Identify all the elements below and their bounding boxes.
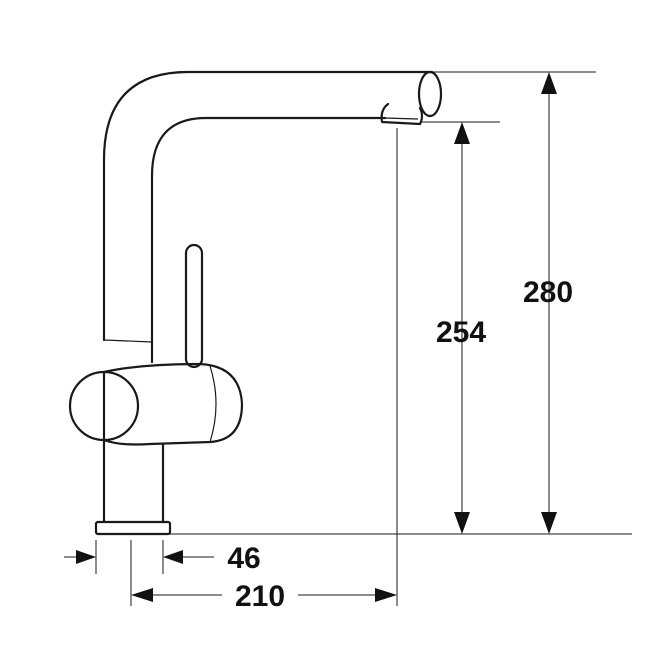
arrowhead-down <box>541 512 557 534</box>
spout-joint <box>103 339 153 343</box>
base-column <box>102 438 165 524</box>
body-housing <box>102 362 244 446</box>
arrowhead-down <box>454 512 470 534</box>
dimension-label-46: 46 <box>227 542 260 575</box>
arrowhead-left <box>131 588 153 602</box>
dimension-46: 46 <box>64 542 261 575</box>
spout-inner-contour <box>150 116 387 364</box>
spout-tip <box>417 70 443 118</box>
dimension-label-210: 210 <box>235 580 285 613</box>
faucet-illustration <box>68 70 443 536</box>
arrowhead-up <box>541 72 557 94</box>
spout-outer-contour <box>102 70 434 342</box>
dimension-254: 254 <box>436 122 486 534</box>
arrowhead-up <box>454 122 470 144</box>
base-plate <box>94 520 172 536</box>
spout-aerator-detail <box>383 117 419 120</box>
arrowhead-left <box>163 550 183 564</box>
arrowhead-right <box>375 588 397 602</box>
dimension-210: 210 <box>131 580 397 613</box>
lever-handle <box>184 243 204 369</box>
dimension-280: 280 <box>523 72 573 534</box>
dimension-label-280: 280 <box>523 276 573 309</box>
arrowhead-right <box>76 550 96 564</box>
housing-seam <box>209 365 217 443</box>
spout-aerator <box>380 102 424 126</box>
dimension-label-254: 254 <box>436 316 486 349</box>
